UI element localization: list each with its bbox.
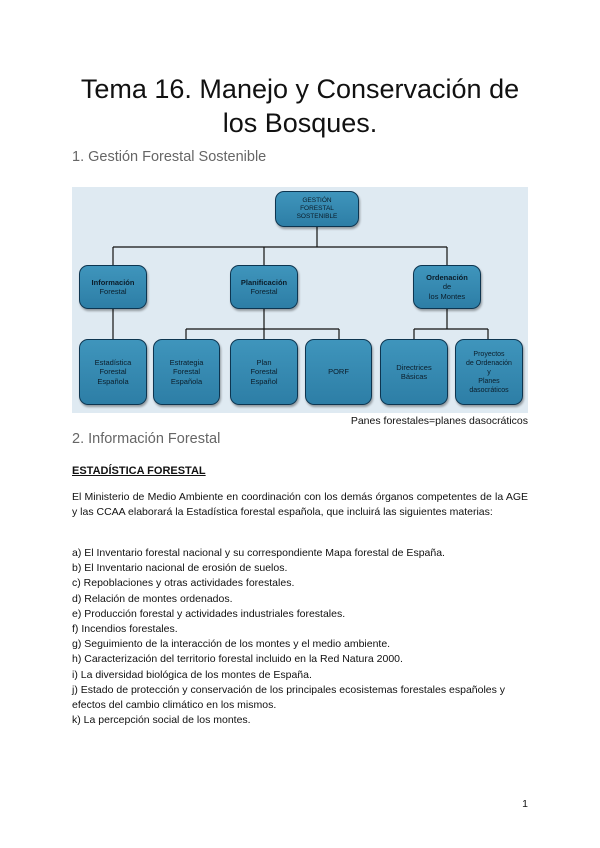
node-directrices-basicas: Directrices Básicas bbox=[380, 339, 448, 405]
diagram-connectors bbox=[112, 227, 489, 339]
section-heading-2: 2. Información Forestal bbox=[72, 431, 221, 447]
list-item: b) El Inventario nacional de erosión de … bbox=[72, 562, 288, 575]
node-gestion-forestal-sostenible: GESTIÓN FORESTAL SOSTENIBLE bbox=[275, 191, 359, 227]
list-item: i) La diversidad biológica de los montes… bbox=[72, 668, 312, 681]
node-estrategia-forestal: Estrategia Forestal Española bbox=[153, 339, 220, 405]
list-item: g) Seguimiento de la interacción de los … bbox=[72, 638, 391, 651]
materias-list: a) El Inventario forestal nacional y su … bbox=[72, 546, 528, 728]
intro-paragraph: El Ministerio de Medio Ambiente en coord… bbox=[72, 491, 528, 518]
list-item: c) Repoblaciones y otras actividades for… bbox=[72, 577, 295, 590]
node-plan-forestal: Plan Forestal Español bbox=[230, 339, 298, 405]
section-heading-1: 1. Gestión Forestal Sostenible bbox=[72, 149, 267, 165]
node-proyectos-ordenacion: Proyectos de Ordenación y Planes dasocrá… bbox=[455, 339, 523, 405]
page-number: 1 bbox=[522, 798, 528, 810]
list-item: e) Producción forestal y actividades ind… bbox=[72, 607, 346, 620]
page-title: Tema 16. Manejo y Conservación de los Bo… bbox=[80, 74, 520, 138]
list-item: a) El Inventario forestal nacional y su … bbox=[72, 547, 445, 559]
node-estadistica-forestal: Estadística Forestal Española bbox=[79, 339, 147, 405]
list-item: h) Caracterización del territorio forest… bbox=[72, 653, 403, 666]
node-porf: PORF bbox=[305, 339, 372, 405]
list-item: j) Estado de protección y conservación d… bbox=[72, 683, 506, 712]
subheading-estadistica: ESTADÍSTICA FORESTAL bbox=[72, 465, 206, 477]
list-item: d) Relación de montes ordenados. bbox=[72, 592, 233, 605]
list-item: f) Incendios forestales. bbox=[72, 623, 178, 636]
list-item: k) La percepción social de los montes. bbox=[72, 714, 251, 727]
diagram-caption: Panes forestales=planes dasocráticos bbox=[350, 415, 528, 427]
